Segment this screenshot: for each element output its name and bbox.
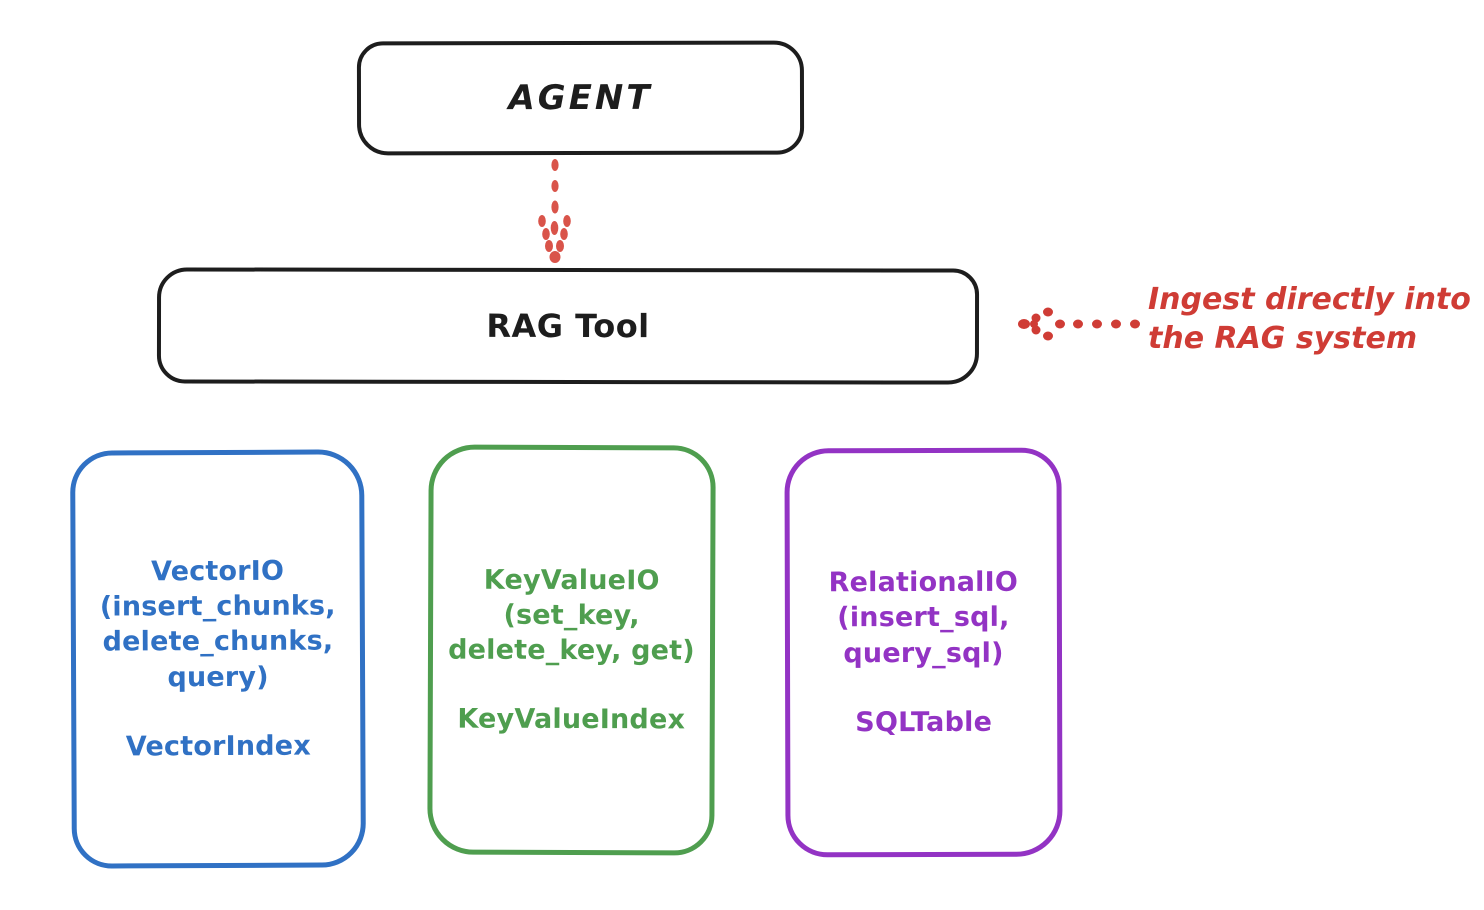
annotation-text: Ingest directly into the RAG system [1148,282,1471,356]
dotted-arrow-down-icon [538,159,571,263]
keyvalueio-index-label: KeyValueIndex [457,703,686,736]
vectorio-index-label: VectorIndex [125,730,311,763]
agent-node-label: AGENT [508,77,653,119]
keyvalueio-interface-label: KeyValueIO (set_key, delete_key, get) [448,564,695,667]
relationalio-node[interactable]: RelationalIO (insert_sql, query_sql) SQL… [784,447,1063,858]
keyvalueio-node[interactable]: KeyValueIO (set_key, delete_key, get) Ke… [427,444,716,856]
vectorio-interface-label: VectorIO (insert_chunks, delete_chunks, … [99,555,336,693]
relationalio-index-label: SQLTable [855,706,993,738]
rag-tool-node[interactable]: RAG Tool [156,267,980,385]
dotted-arrow-left-icon [1018,307,1140,341]
agent-node[interactable]: AGENT [356,40,805,156]
rag-tool-node-label: RAG Tool [486,306,650,346]
relationalio-interface-label: RelationalIO (insert_sql, query_sql) [828,567,1019,669]
vectorio-node[interactable]: VectorIO (insert_chunks, delete_chunks, … [70,449,366,869]
